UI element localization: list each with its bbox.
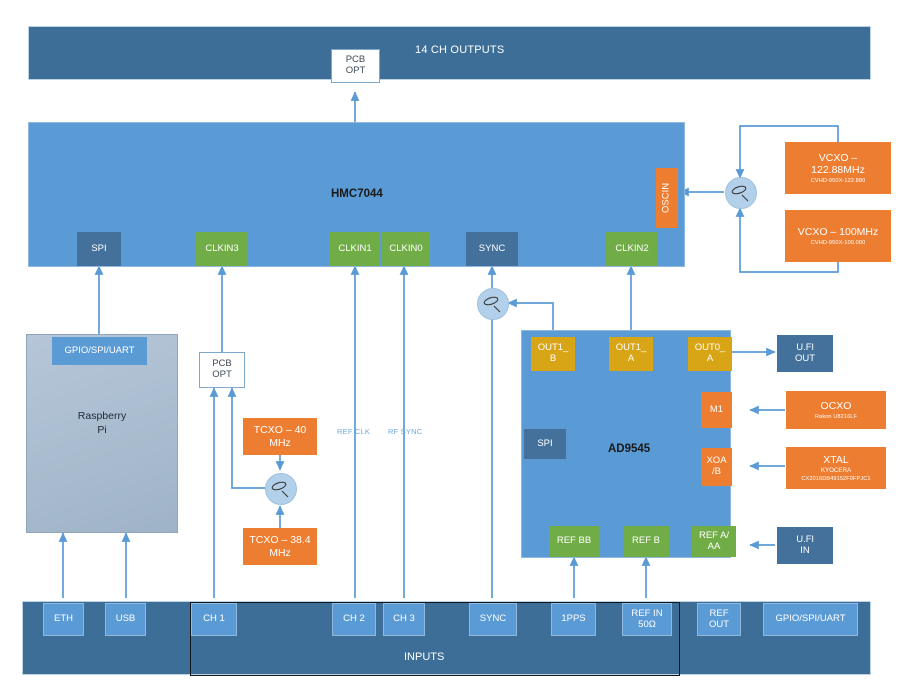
net-label-ref-clk: REF CLK	[337, 427, 371, 436]
raspberry-pi-line1: Raspberry	[77, 410, 127, 422]
ad9545-port-ref-a-aa[interactable]: REF A/ AA	[692, 526, 736, 557]
tcxo-384-line1: TCXO – 38.4	[249, 534, 311, 547]
input-port-ch2[interactable]: CH 2	[332, 603, 376, 636]
tcxo-40-line2: MHz	[269, 436, 291, 449]
output-bar-title: 14 CH OUTPUTS	[415, 44, 505, 56]
ad9545-port-spi[interactable]: SPI	[524, 429, 566, 459]
vcxo-select-switch[interactable]	[725, 177, 757, 209]
input-port-gpio-spi-uart[interactable]: GPIO/SPI/UART	[763, 603, 858, 636]
xtal-line1: XTAL	[823, 453, 849, 466]
pcb-opt-output-block[interactable]: PCB OPT	[331, 49, 380, 83]
xtal-manufacturer: KYOCERA	[820, 466, 852, 474]
inputs-group-label: INPUTS	[404, 651, 445, 663]
input-port-usb[interactable]: USB	[105, 603, 146, 636]
input-port-ch1[interactable]: CH 1	[191, 603, 237, 636]
out1-a-line1: OUT1_	[615, 342, 647, 354]
ad9545-port-ref-bb[interactable]: REF BB	[549, 526, 599, 557]
xoa-line2: /B	[712, 466, 721, 477]
hmc7044-port-spi[interactable]: SPI	[77, 232, 121, 266]
raspberry-pi-line2: Pi	[97, 423, 107, 436]
ocxo-line1: OCXO	[820, 399, 852, 412]
input-port-ref-out[interactable]: REF OUT	[697, 603, 741, 636]
ref-a-line1: REF A/	[698, 529, 730, 541]
ufl-out-line2: OUT	[794, 352, 816, 364]
ufl-in-line1: U.Fl	[796, 533, 814, 545]
pcb-opt-lower-line2: OPT	[212, 369, 232, 380]
hmc7044-port-clkin3[interactable]: CLKIN3	[196, 232, 248, 266]
hmc7044-port-sync[interactable]: SYNC	[466, 232, 518, 266]
ocxo-part-number: Rakon U8216LF	[814, 413, 858, 420]
ad9545-label: AD9545	[608, 443, 651, 455]
ref-in-line2: 50Ω	[638, 618, 656, 630]
vcxo-a-line2: 122.88MHz	[811, 163, 865, 176]
ref-out-line1: REF	[709, 607, 729, 619]
ad9545-port-ref-b[interactable]: REF B	[623, 526, 669, 557]
ref-out-line2: OUT	[708, 618, 730, 630]
raspberry-pi-label: Raspberry Pi	[26, 410, 178, 437]
vcxo-a-line1: VCXO –	[818, 151, 858, 164]
xoa-line1: XOA	[706, 455, 727, 467]
ufl-out-line1: U.Fl	[796, 341, 814, 353]
out0-a-line2: A	[706, 353, 714, 364]
out1-a-line2: A	[627, 353, 635, 364]
hmc7044-port-oscin[interactable]: OSCIN	[656, 168, 678, 228]
ref-in-line1: REF IN	[631, 607, 663, 619]
ufl-out-connector[interactable]: U.Fl OUT	[777, 335, 833, 372]
raspberry-pi-block[interactable]	[26, 334, 178, 533]
pcb-opt-line2: OPT	[345, 65, 366, 76]
out0-a-line1: OUT0_	[694, 342, 726, 354]
hmc7044-label: HMC7044	[331, 188, 383, 200]
input-port-ch3[interactable]: CH 3	[383, 603, 425, 636]
vcxo-122-88mhz-block[interactable]: VCXO – 122.88MHz CVHD-950X-122.880	[785, 142, 891, 194]
tcxo-384-line2: MHz	[269, 546, 291, 559]
pcb-opt-lower-line1: PCB	[212, 358, 232, 370]
net-label-rf-sync: RF SYNC	[388, 427, 423, 436]
tcxo-38-4mhz-block[interactable]: TCXO – 38.4 MHz	[243, 528, 317, 565]
hmc7044-port-clkin0[interactable]: CLKIN0	[382, 232, 430, 266]
ad9545-port-out0-a[interactable]: OUT0_ A	[688, 337, 732, 371]
tcxo-40-line1: TCXO – 40	[253, 424, 307, 437]
ocxo-block[interactable]: OCXO Rakon U8216LF	[786, 391, 886, 429]
vcxo-100mhz-block[interactable]: VCXO – 100MHz CVHD-950X-100.000	[785, 210, 891, 262]
sync-select-switch[interactable]	[477, 288, 509, 320]
ufl-in-line2: IN	[800, 544, 810, 556]
ad9545-port-xoa-b[interactable]: XOA /B	[701, 448, 732, 486]
tcxo-40mhz-block[interactable]: TCXO – 40 MHz	[243, 418, 317, 455]
vcxo-b-part-number: CVHD-950X-100.000	[810, 239, 866, 246]
raspberry-pi-port-gpio-spi-uart[interactable]: GPIO/SPI/UART	[52, 337, 147, 365]
out1-b-line2: B	[549, 353, 557, 364]
input-port-sync[interactable]: SYNC	[469, 603, 517, 636]
input-port-ref-in-50ohm[interactable]: REF IN 50Ω	[622, 603, 672, 636]
ad9545-port-out1-a[interactable]: OUT1_ A	[609, 337, 653, 371]
xtal-block[interactable]: XTAL KYOCERA CX2016DB49152F0FPJC1	[786, 447, 886, 489]
out1-b-line1: OUT1_	[537, 342, 569, 354]
pcb-opt-line1: PCB	[345, 54, 366, 66]
hmc7044-port-clkin1[interactable]: CLKIN1	[330, 232, 380, 266]
hmc7044-port-clkin2[interactable]: CLKIN2	[606, 232, 658, 266]
inputs-group-outline	[190, 602, 680, 676]
vcxo-a-part-number: CVHD-950X-122.880	[810, 177, 866, 184]
xtal-part-number: CX2016DB49152F0FPJC1	[801, 475, 871, 482]
tcxo-select-switch[interactable]	[265, 473, 297, 505]
ufl-in-connector[interactable]: U.Fl IN	[777, 527, 833, 564]
pcb-opt-clkin3-block[interactable]: PCB OPT	[199, 352, 245, 388]
ad9545-port-out1-b[interactable]: OUT1_ B	[531, 337, 575, 371]
output-bar	[28, 26, 871, 80]
input-port-eth[interactable]: ETH	[43, 603, 84, 636]
vcxo-b-line1: VCXO – 100MHz	[797, 225, 879, 238]
input-port-1pps[interactable]: 1PPS	[551, 603, 596, 636]
ad9545-port-m1[interactable]: M1	[701, 392, 732, 428]
ref-a-line2: AA	[707, 540, 721, 552]
